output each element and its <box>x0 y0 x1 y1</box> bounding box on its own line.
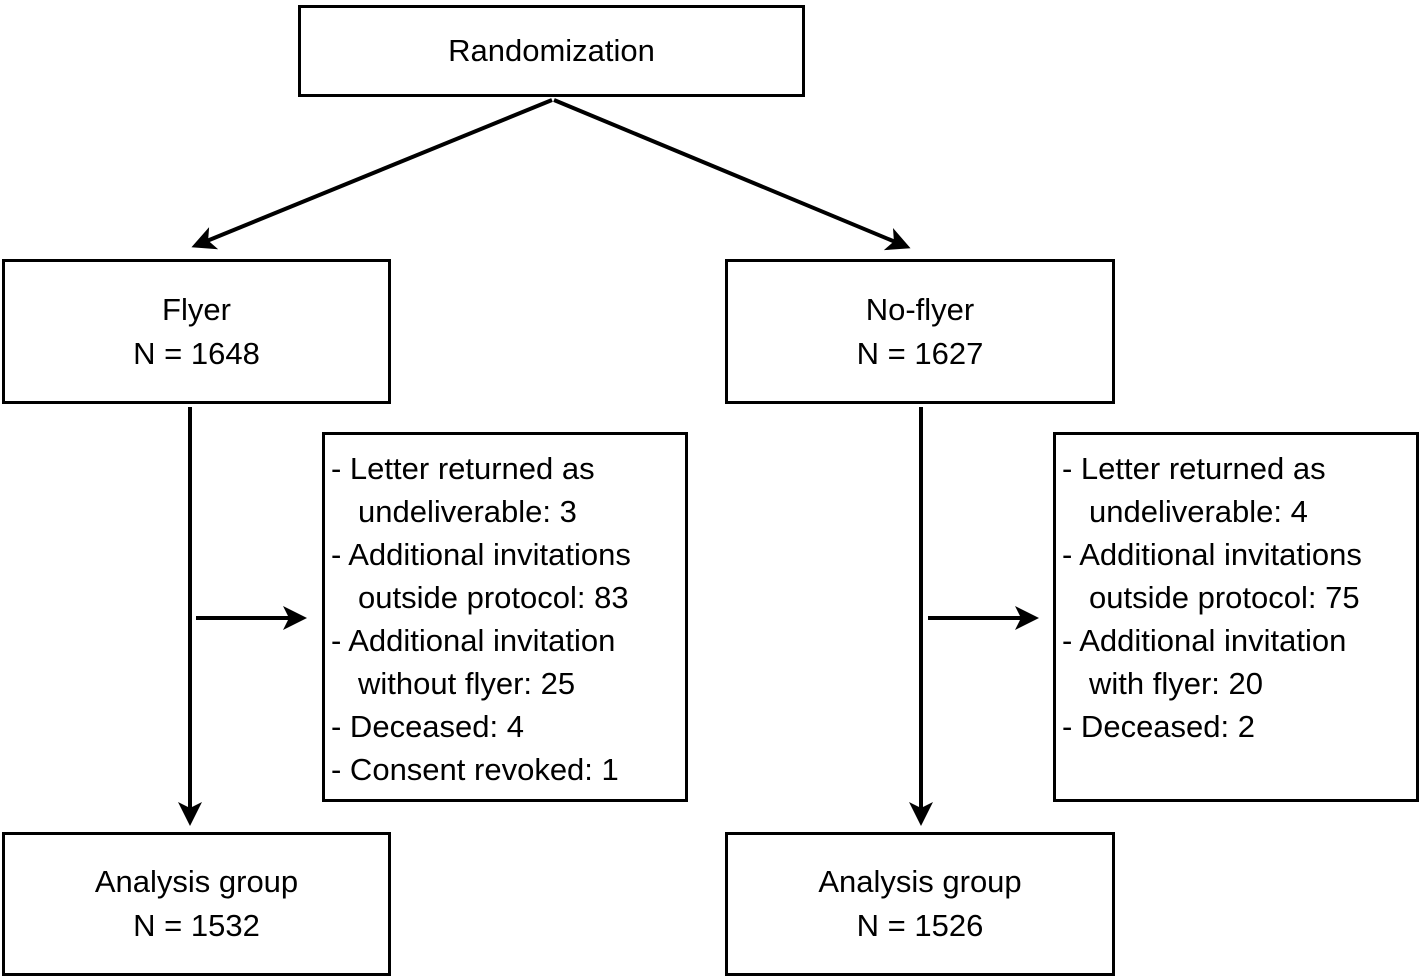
flyer-exclusion-line: without flyer: 25 <box>358 666 576 701</box>
flyer-analysis-n: N = 1532 <box>133 908 260 943</box>
randomization-label: Randomization <box>448 33 655 68</box>
noflyer-exclusions-box: - Letter returned as undeliverable: 4 - … <box>1053 432 1419 802</box>
flyer-exclusions-box: - Letter returned as undeliverable: 3 - … <box>322 432 688 802</box>
flyer-exclusion-line: undeliverable: 3 <box>358 494 577 529</box>
noflyer-arm-label: No-flyer <box>865 291 975 327</box>
flyer-arm-label: Flyer <box>162 291 231 327</box>
flyer-exclusion-line: - Letter returned as <box>331 451 595 486</box>
flyer-exclusion-line: - Deceased: 4 <box>331 709 524 744</box>
arrow-randomization-to-noflyer <box>553 98 911 251</box>
noflyer-exclusion-line: - Deceased: 2 <box>1062 709 1255 744</box>
flyer-exclusion-line: - Consent revoked: 1 <box>331 752 619 787</box>
noflyer-exclusion-line: undeliverable: 4 <box>1089 494 1308 529</box>
flyer-analysis-box: Analysis group N = 1532 <box>2 832 391 976</box>
noflyer-exclusion-line: - Letter returned as <box>1062 451 1326 486</box>
flyer-arm-n: N = 1648 <box>133 335 260 371</box>
flyer-exclusion-line: outside protocol: 83 <box>358 580 629 615</box>
noflyer-analysis-label: Analysis group <box>818 864 1022 899</box>
noflyer-exclusion-line: - Additional invitations <box>1062 537 1362 572</box>
noflyer-arm-box: No-flyer N = 1627 <box>725 259 1115 404</box>
flyer-exclusion-line: - Additional invitations <box>331 537 631 572</box>
noflyer-exclusion-line: outside protocol: 75 <box>1089 580 1360 615</box>
noflyer-analysis-n: N = 1526 <box>856 908 984 943</box>
noflyer-arm-n: N = 1627 <box>856 335 984 371</box>
noflyer-exclusion-line: - Additional invitation <box>1062 623 1347 658</box>
noflyer-analysis-box: Analysis group N = 1526 <box>725 832 1115 976</box>
arrow-randomization-to-flyer <box>191 98 553 250</box>
noflyer-exclusion-line: with flyer: 20 <box>1089 666 1264 701</box>
randomization-box: Randomization <box>298 5 805 97</box>
flyer-analysis-label: Analysis group <box>94 864 299 899</box>
flyer-arm-box: Flyer N = 1648 <box>2 259 391 404</box>
flyer-exclusion-line: - Additional invitation <box>331 623 616 658</box>
